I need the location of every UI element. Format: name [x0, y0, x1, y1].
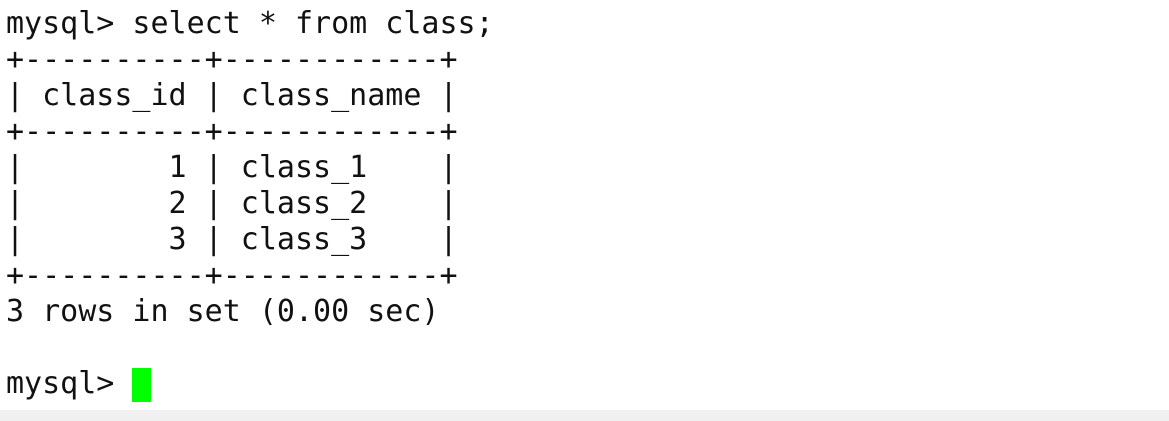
prompt-text: mysql>: [6, 366, 115, 401]
text-cursor[interactable]: [132, 368, 152, 402]
blank-line: [6, 330, 1169, 366]
table-row: | 1 | class_1 |: [6, 150, 458, 185]
terminal-window[interactable]: mysql> select * from class; +----------+…: [0, 0, 1169, 410]
table-header-row: | class_id | class_name |: [6, 78, 458, 113]
command-line: mysql> select * from class;: [6, 6, 494, 41]
table-header-separator: +----------+------------+: [6, 114, 458, 149]
table-border-bottom: +----------+------------+: [6, 258, 458, 293]
result-summary: 3 rows in set (0.00 sec): [6, 294, 440, 329]
table-border-top: +----------+------------+: [6, 42, 458, 77]
table-row: | 3 | class_3 |: [6, 222, 458, 257]
bottom-strip: [0, 410, 1169, 421]
active-prompt-line[interactable]: mysql>: [6, 366, 1169, 402]
table-row: | 2 | class_2 |: [6, 186, 458, 221]
